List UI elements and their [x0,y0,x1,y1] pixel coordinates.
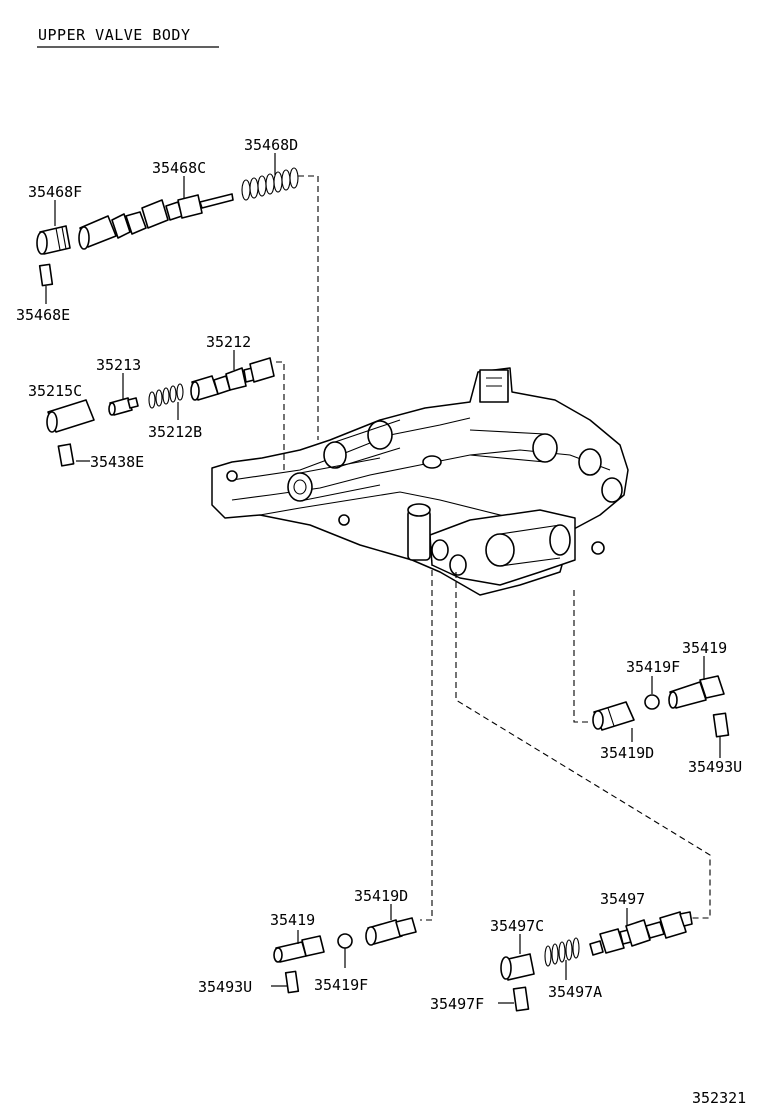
part-35497C [500,953,535,981]
label-35497: 35497 [600,890,645,908]
part-35419-right [668,675,725,709]
label-35468F: 35468F [28,183,82,201]
part-35213 [108,397,139,416]
part-35497F [512,986,530,1012]
part-35419F-right [644,694,660,710]
part-35212B [148,383,184,409]
shift-valve-group-upper [36,153,319,440]
label-35419F-right: 35419F [626,658,680,676]
part-35419D-bottom [365,917,417,946]
label-35497F: 35497F [430,995,484,1013]
label-35497C: 35497C [490,917,544,935]
label-35419-bottom: 35419 [270,911,315,929]
label-35212: 35212 [206,333,251,351]
label-35438E: 35438E [90,453,144,471]
valve-group-right [573,590,730,758]
label-35419D-bottom: 35419D [354,887,408,905]
valve-group-middle [46,350,285,470]
label-35493U-bottom: 35493U [198,978,252,996]
part-35215C [46,399,95,433]
label-35212B: 35212B [148,423,202,441]
label-35419F-bottom: 35419F [314,976,368,994]
label-35468C: 35468C [152,159,206,177]
part-35419D-right [592,701,635,731]
upper-valve-body [211,367,629,596]
part-labels: 35468D 35468C 35468F 35468E 35212 35213 … [16,136,746,1107]
label-35419D-right: 35419D [600,744,654,762]
part-35438E [57,443,75,467]
diagram-title: UPPER VALVE BODY [38,26,191,44]
part-35497A [544,937,580,967]
label-35419-right: 35419 [682,639,727,657]
part-35468D [241,167,299,201]
part-35497 [589,911,693,956]
part-35493U-right [712,712,730,738]
label-35493U-right: 35493U [688,758,742,776]
part-35493U-bottom [284,970,300,994]
part-35212 [190,357,275,401]
label-35468E: 35468E [16,306,70,324]
label-35215C: 35215C [28,382,82,400]
part-35468C [78,193,234,250]
label-35468D: 35468D [244,136,298,154]
part-35419F-bottom [337,933,353,949]
label-35497A: 35497A [548,983,602,1001]
valve-group-bottom-left [271,560,433,994]
part-35468F [36,225,71,255]
figure-number: 352321 [692,1089,746,1107]
part-35419-bottom [273,935,325,963]
valve-group-bottom-right [455,572,711,1012]
part-35468E [38,263,54,287]
label-35213: 35213 [96,356,141,374]
